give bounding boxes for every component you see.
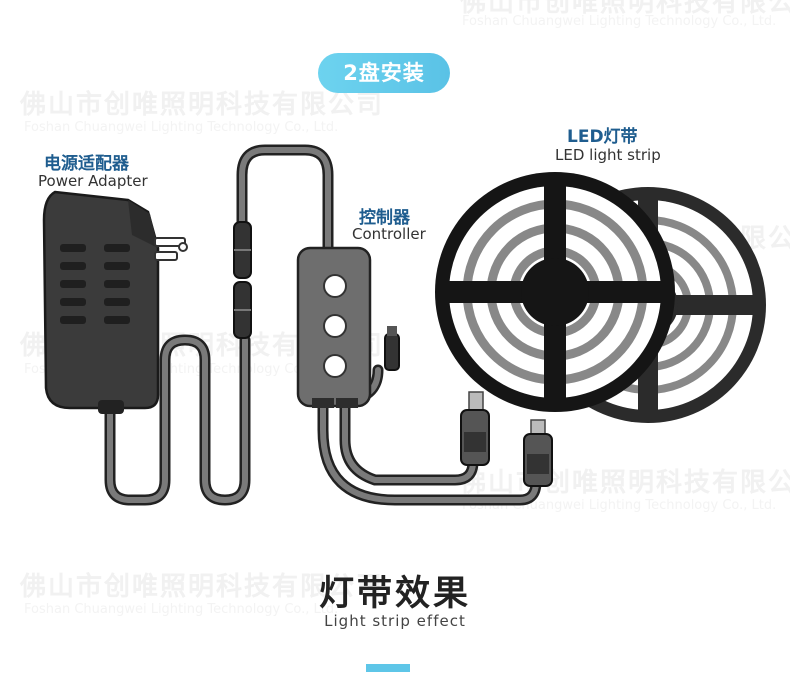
strip-label-en: LED light strip xyxy=(555,146,661,164)
strip-connector-icon xyxy=(460,391,553,487)
watermark-text: 佛山市创唯照明科技有限公司 xyxy=(20,572,385,602)
led-strip-reel-front-icon xyxy=(435,172,675,412)
accent-divider xyxy=(366,664,410,672)
dc-connector-icon xyxy=(233,221,252,339)
watermark-subtext: Foshan Chuangwei Lighting Technology Co.… xyxy=(462,14,777,29)
installation-badge: 2盘安装 xyxy=(318,53,450,93)
watermark-subtext: Foshan Chuangwei Lighting Technology Co.… xyxy=(462,498,777,513)
controller-icon xyxy=(296,246,400,408)
watermark-subtext: Foshan Chuangwei Lighting Technology Co.… xyxy=(24,120,339,135)
power-adapter-icon xyxy=(42,190,188,414)
watermark-text: 佛山市创唯照明科技有限公司 xyxy=(460,0,790,18)
watermark-subtext: Foshan Chuangwei Lighting Technology Co.… xyxy=(24,602,339,617)
watermark-text: 佛山市创唯照明科技有限公司 xyxy=(20,90,385,120)
cable-core xyxy=(107,147,539,503)
watermark-text: 佛山市创唯照明科技有限公司 xyxy=(460,468,790,498)
controller-label-cn: 控制器 xyxy=(359,208,410,228)
adapter-label-en: Power Adapter xyxy=(38,172,148,190)
section-subtitle: Light strip effect xyxy=(324,612,466,630)
section-title: 灯带效果 xyxy=(318,574,471,614)
controller-label-en: Controller xyxy=(352,225,426,243)
strip-label-cn: LED灯带 xyxy=(567,127,638,147)
adapter-label-cn: 电源适配器 xyxy=(44,154,129,174)
